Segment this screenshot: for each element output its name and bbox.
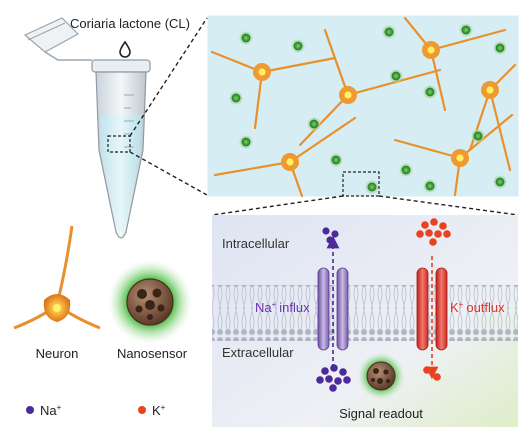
potassium-cluster-extracellular: [423, 366, 441, 381]
nanosensor-label: Nanosensor: [117, 346, 188, 361]
sodium-channel: [317, 267, 349, 351]
culture-sensor-dot: [493, 41, 507, 55]
culture-sensor-dot: [307, 117, 321, 131]
lipid-bilayer: [212, 285, 518, 341]
culture-zoom-box: [342, 171, 380, 197]
culture-neuron: [213, 116, 357, 198]
neuron-label: Neuron: [36, 346, 79, 361]
culture-neuron: [403, 16, 507, 112]
sodium-legend-label: Na+: [40, 403, 62, 418]
sodium-cluster-intracellular: [322, 227, 339, 244]
potassium-channel: [416, 267, 448, 351]
signal-readout-label: Signal readout: [339, 406, 423, 421]
culture-sensor-dot: [459, 23, 473, 37]
zoom-line-right: [378, 195, 519, 216]
potassium-legend-label: K+: [152, 403, 166, 418]
culture-sensor-dot: [329, 153, 343, 167]
na-influx-label: Na+influx: [255, 300, 310, 315]
culture-neurons: [210, 16, 517, 198]
culture-sensor-dot: [382, 25, 396, 39]
neuron-legend-icon: [13, 225, 101, 330]
culture-neuron: [393, 113, 514, 197]
tube-zoom-box: [107, 135, 131, 153]
k-outflux-label: K+outflux: [450, 300, 505, 315]
culture-sensor-dot: [291, 39, 305, 53]
culture-sensor-dot: [399, 163, 413, 177]
culture-sensor-dot: [423, 85, 437, 99]
culture-sensor-dot: [423, 179, 437, 193]
culture-sensor-dot: [493, 175, 507, 189]
culture-neuron: [298, 28, 442, 147]
culture-sensor-dot: [239, 135, 253, 149]
zoom-line-bottom: [129, 151, 208, 196]
zoom-line-top: [129, 17, 208, 137]
nanosensor-legend-icon: [108, 260, 192, 344]
sodium-cluster-extracellular: [316, 364, 351, 392]
nanosensor-readout: [357, 352, 405, 400]
zoom-line-left: [211, 195, 344, 216]
culture-sensor-dot: [389, 69, 403, 83]
neuron-culture-panel: [207, 15, 519, 198]
membrane-panel: Intracellular Extracellular: [212, 215, 518, 427]
cl-drop-icon: [119, 40, 131, 58]
extracellular-label: Extracellular: [222, 345, 294, 360]
potassium-legend-dot: [138, 406, 146, 414]
potassium-cluster-intracellular: [416, 218, 451, 246]
culture-sensor-dot: [365, 180, 379, 194]
eppendorf-tube: [23, 17, 151, 239]
intracellular-label: Intracellular: [222, 236, 290, 251]
culture-sensor-dot: [239, 31, 253, 45]
culture-sensor-dot: [229, 91, 243, 105]
culture-neuron: [210, 50, 337, 130]
culture-sensors: [229, 23, 507, 194]
sodium-legend-dot: [26, 406, 34, 414]
culture-sensor-dot: [471, 129, 485, 143]
cl-label: Coriaria lactone (CL): [70, 16, 190, 31]
